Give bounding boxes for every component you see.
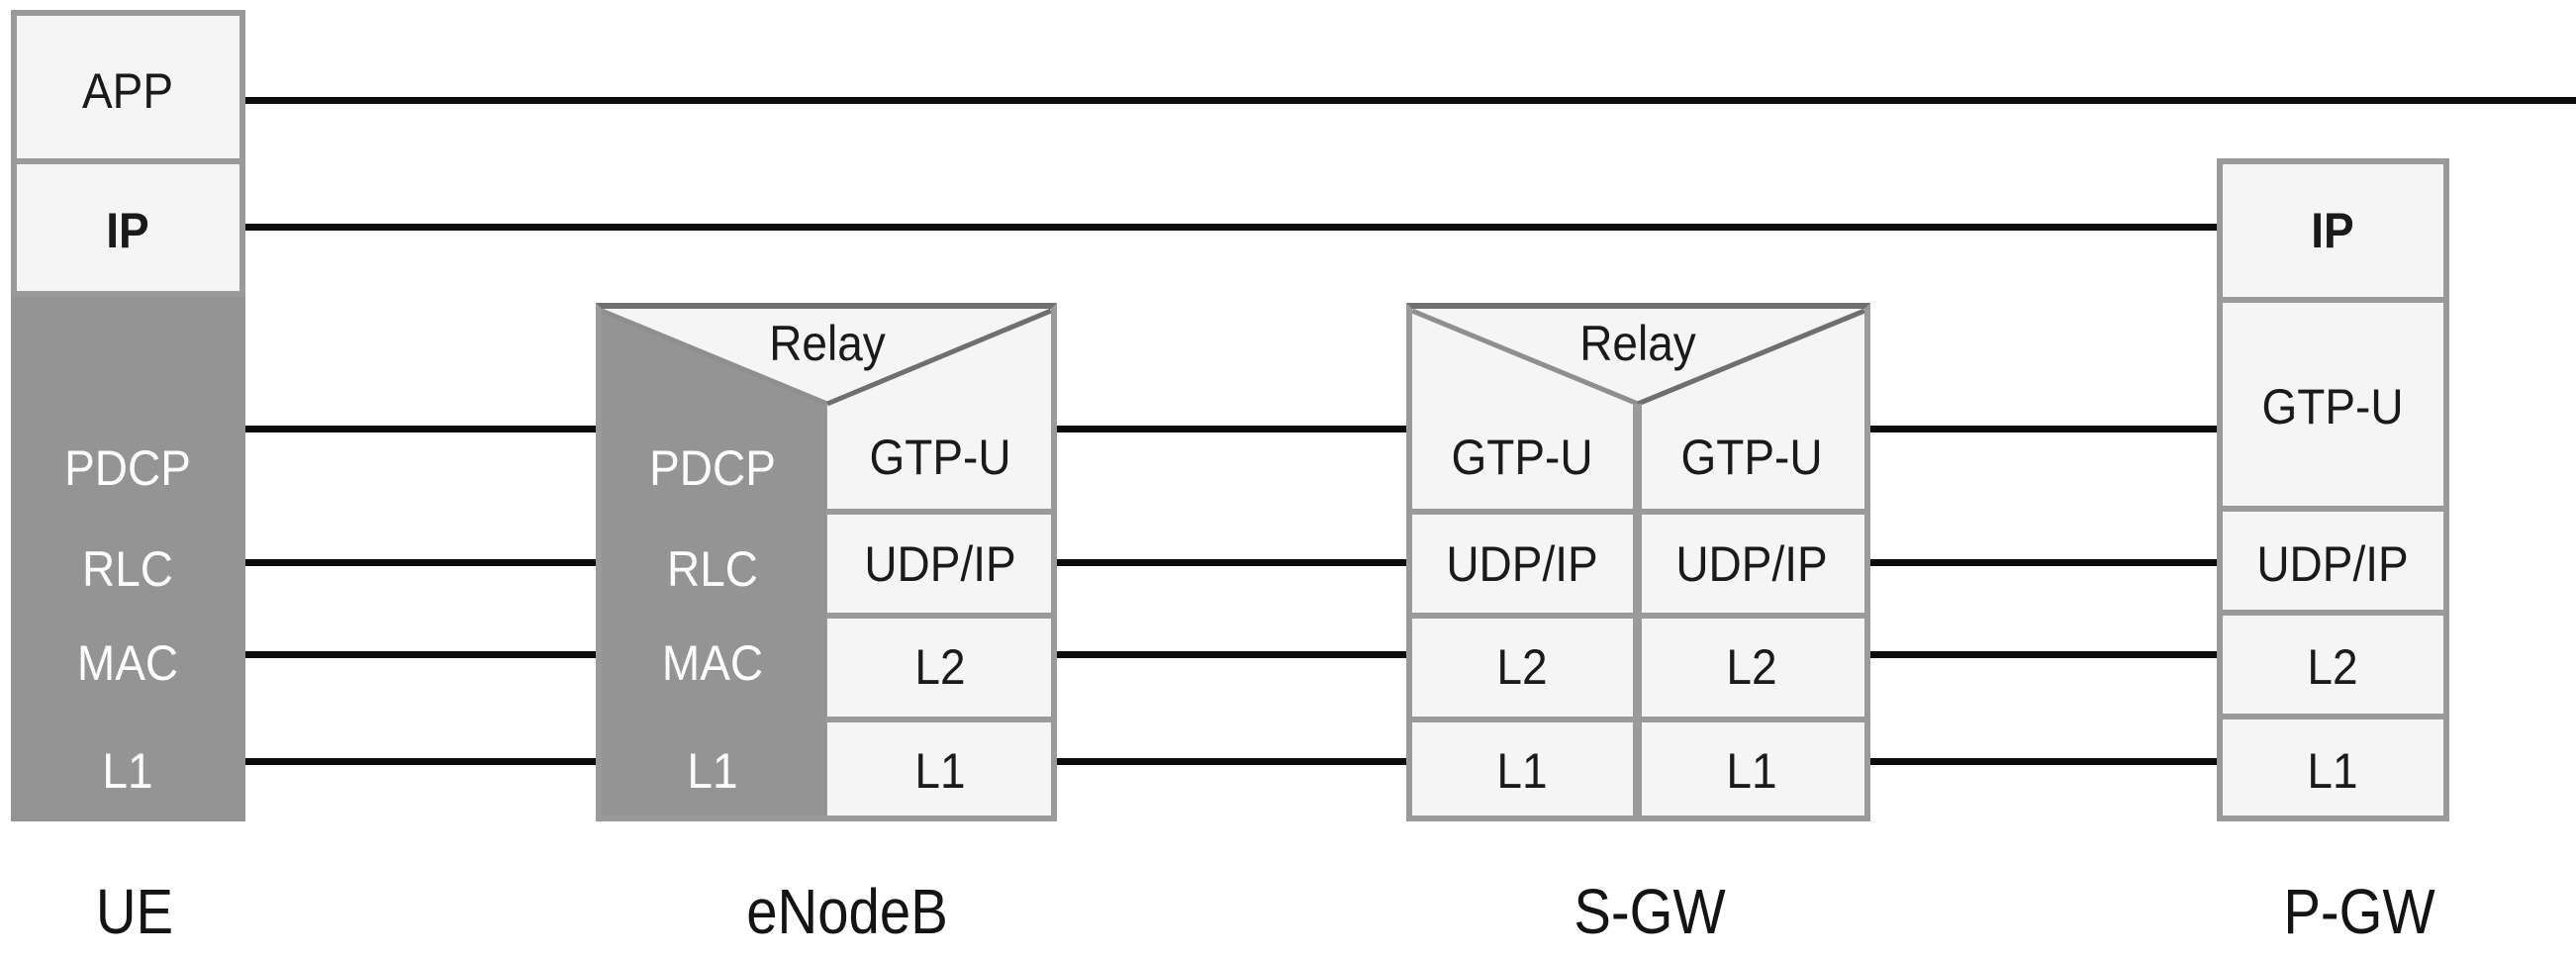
- udpip-peer-line-backhaul: [1057, 559, 1406, 566]
- l2-peer-line-core: [1870, 651, 2217, 658]
- ue-pdcp-label: PDCP: [64, 440, 191, 496]
- sgw-right-gtpu-label: GTP-U: [1680, 430, 1823, 485]
- ue-app-label: APP: [81, 63, 174, 119]
- sgw-node-label: S-GW: [1574, 876, 1726, 947]
- pgw-l1-label: L1: [2307, 743, 2358, 799]
- enodeb-l2-label: L2: [914, 639, 966, 695]
- l1-peer-line-core: [1870, 758, 2217, 765]
- gtpu-peer-line-core: [1870, 426, 2217, 432]
- app-peer-line: [242, 97, 2576, 104]
- mac-peer-line-radio: [242, 651, 596, 658]
- enodeb-radio-polygon: [602, 309, 827, 815]
- ue-rlc-label: RLC: [81, 541, 174, 597]
- pgw-udpip-label: UDP/IP: [2256, 536, 2409, 592]
- enodeb-l1-right-label: L1: [914, 743, 966, 799]
- enodeb-relay-label: Relay: [769, 316, 886, 371]
- pgw-l2-label: L2: [2307, 639, 2358, 695]
- enodeb-l1-left-label: L1: [687, 743, 738, 799]
- sgw-right-l2-label: L2: [1726, 639, 1777, 695]
- sgw-relay-diagonals: [1412, 309, 1864, 407]
- enodeb-pdcp-label: PDCP: [649, 440, 776, 496]
- enodeb-divider-l2-l1: [827, 717, 1051, 722]
- enodeb-mac-label: MAC: [661, 635, 764, 691]
- enodeb-rlc-label: RLC: [666, 541, 759, 597]
- ue-l1-label: L1: [102, 743, 153, 799]
- pgw-gtpu-cell: [2217, 297, 2449, 512]
- enodeb-divider-gtpu-udpip: [827, 509, 1051, 515]
- sgw-left-l1-label: L1: [1496, 743, 1548, 799]
- l1-peer-line-radio: [242, 758, 596, 765]
- ue-radio-layers-region: [11, 291, 245, 821]
- enodeb-relay-diagonals: [602, 309, 1051, 407]
- sgw-right-udpip-label: UDP/IP: [1675, 536, 1828, 592]
- sgw-divider-gtpu-udpip: [1412, 509, 1864, 515]
- enodeb-node-label: eNodeB: [746, 876, 948, 947]
- pgw-node-label: P-GW: [2283, 876, 2435, 947]
- sgw-relay-label: Relay: [1579, 316, 1696, 371]
- l2-peer-line-backhaul: [1057, 651, 1406, 658]
- rlc-peer-line-radio: [242, 559, 596, 566]
- pgw-ip-cell: [2217, 158, 2449, 303]
- ue-node-label: UE: [95, 876, 174, 947]
- enodeb-divider-udpip-l2: [827, 613, 1051, 619]
- sgw-right-l1-label: L1: [1726, 743, 1777, 799]
- gtpu-peer-line-backhaul: [1057, 426, 1406, 432]
- sgw-divider-l2-l1: [1412, 717, 1864, 722]
- sgw-left-udpip-label: UDP/IP: [1446, 536, 1598, 592]
- ip-peer-line: [242, 224, 2217, 231]
- enodeb-udpip-label: UDP/IP: [864, 536, 1016, 592]
- enodeb-gtpu-label: GTP-U: [869, 430, 1011, 485]
- ue-ip-label: IP: [106, 203, 149, 258]
- l1-peer-line-backhaul: [1057, 758, 1406, 765]
- sgw-divider-udpip-l2: [1412, 613, 1864, 619]
- pgw-l1-cell: [2217, 714, 2449, 821]
- pgw-udpip-cell: [2217, 506, 2449, 616]
- pdcp-peer-line-radio: [242, 426, 596, 432]
- ue-mac-label: MAC: [76, 635, 179, 691]
- pgw-gtpu-label: GTP-U: [2261, 379, 2404, 434]
- pgw-ip-label: IP: [2311, 203, 2354, 258]
- ue-app-cell: [11, 10, 245, 164]
- sgw-left-l2-label: L2: [1496, 639, 1548, 695]
- sgw-left-gtpu-label: GTP-U: [1451, 430, 1593, 485]
- udpip-peer-line-core: [1870, 559, 2217, 566]
- ue-ip-cell: [11, 158, 245, 297]
